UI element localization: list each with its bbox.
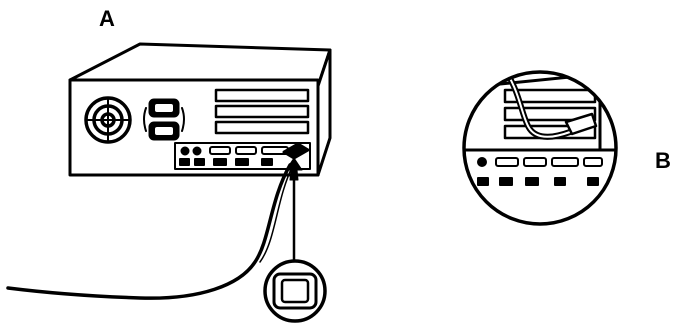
fan-grille-icon	[84, 96, 132, 144]
io-ports	[174, 142, 311, 170]
zoom-detail	[462, 70, 618, 226]
vga-plug	[282, 142, 310, 160]
panel-label-b: B	[655, 148, 671, 173]
zoom-io-ports	[477, 157, 603, 186]
computer-rear-panel	[6, 42, 332, 323]
zoom-circle	[462, 70, 618, 226]
panel-label-a: A	[99, 6, 115, 31]
zoom-plug	[564, 112, 598, 136]
monitor-symbol-icon	[263, 259, 327, 323]
expansion-slots	[214, 88, 310, 135]
power-socket-icon	[143, 98, 185, 141]
monitor-cable	[6, 163, 292, 300]
